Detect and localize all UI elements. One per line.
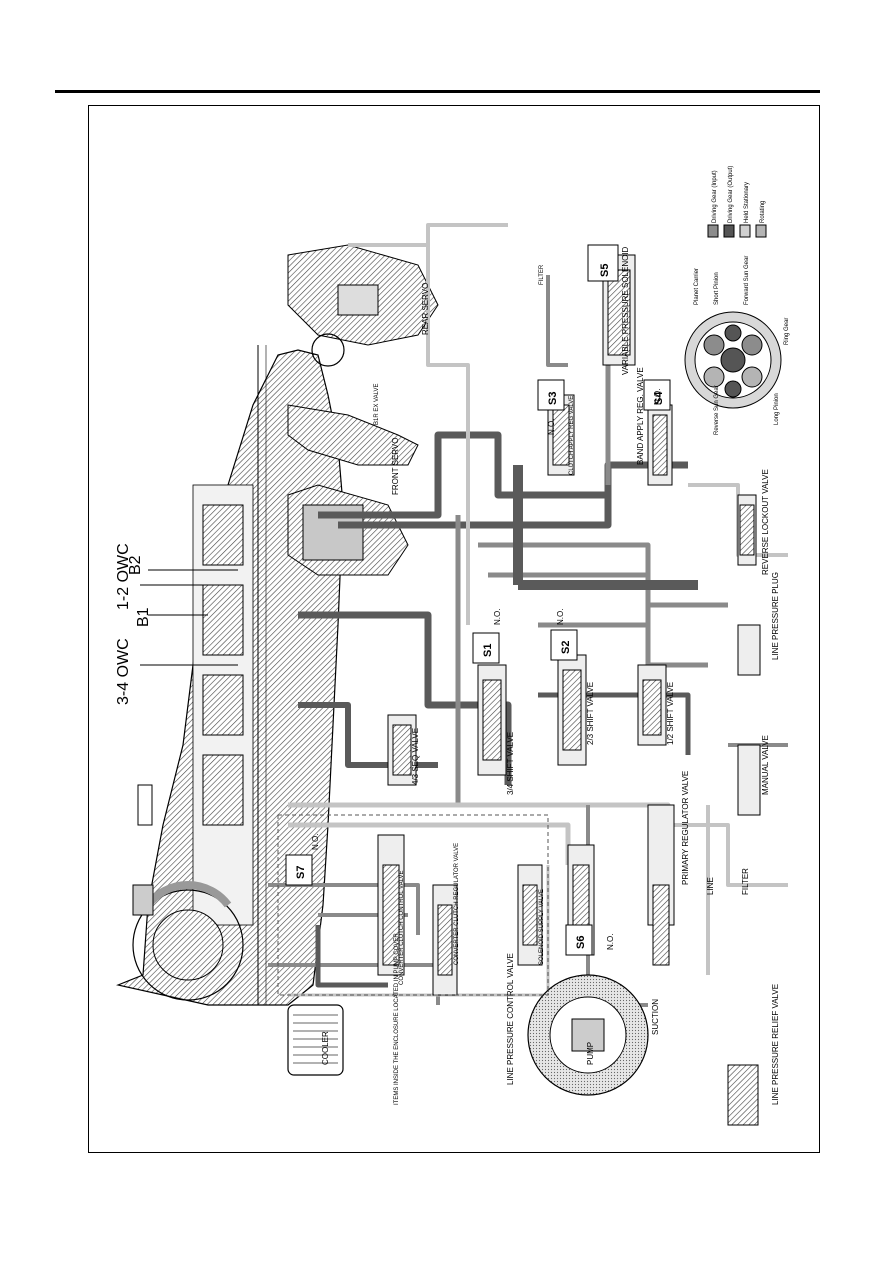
shift-23-label: 2/3 SHIFT VALVE [586, 682, 595, 745]
shift-34-label: 3/4 SHIFT VALVE [506, 732, 515, 795]
legend-label: Driving Gear (Output) [728, 166, 734, 223]
pump-cover-enclosure [277, 814, 549, 996]
line-label: LINE [706, 877, 715, 895]
legend: Driving Gear (Input) Driving Gear (Outpu… [707, 166, 767, 238]
shift-12-label: 1/2 SHIFT VALVE [666, 682, 675, 745]
reverse-sun-gear-label: Reverse Sun Gear [714, 385, 720, 435]
band-apply-reg-valve-label: BAND APPLY REG. VALVE [636, 367, 645, 465]
hydraulic-circuit-diagram: Driving Gear (Input) Driving Gear (Outpu… [115, 166, 790, 1126]
gear-labels: Planet Carrier Short Pinion Forward Sun … [694, 256, 790, 435]
items-inside-label: ITEMS INSIDE THE ENCLOSURE LOCATED IN PU… [394, 933, 400, 1105]
ring-gear-label: Ring Gear [784, 318, 790, 345]
legend-swatch-output [723, 224, 735, 238]
clutch-apply-reg-valve-label: CLUTCH APPLY REG VALVE [569, 396, 575, 475]
planetary-gearset [684, 311, 782, 409]
reverse-lockout-valve-label: REVERSE LOCKOUT VALVE [761, 469, 770, 575]
component-labels: 3-4 OWC 1-2 OWC B2 B1 REAR SERVO FRONT S… [115, 246, 780, 1105]
vps-label: VARIABLE PRESSURE SOLENOID [621, 246, 630, 375]
legend-swatch-input [707, 224, 719, 238]
planet-carrier-label: Planet Carrier [694, 268, 700, 305]
b1-label: B1 [135, 607, 152, 627]
filter-small-label: FILTER [539, 264, 545, 285]
s2-no-label: N.O. [556, 609, 565, 625]
line-pressure-plug-label: LINE PRESSURE PLUG [771, 572, 780, 660]
forward-sun-gear-label: Forward Sun Gear [744, 256, 750, 305]
pump-label: PUMP [586, 1042, 595, 1065]
header-rule [55, 90, 820, 93]
solenoid-supply-valve-label: SOLENOID SUPPLY VALVE [539, 889, 545, 965]
s1-no-label: N.O. [493, 609, 502, 625]
b1r-ex-valve-label: B1R EX VALVE [374, 384, 380, 425]
legend-label: Driving Gear (Input) [712, 170, 718, 223]
legend-label: Held Stationary [744, 182, 750, 223]
diagram-frame [88, 105, 820, 1153]
manual-valve-label: MANUAL VALVE [761, 735, 770, 795]
rear-servo-assembly [287, 244, 439, 367]
line-pressure-control-valve-label: LINE PRESSURE CONTROL VALVE [506, 953, 515, 1085]
short-pinion-label: Short Pinion [714, 272, 720, 305]
s4-no-label: N.O. [653, 389, 662, 405]
owc-34-label: 3-4 OWC [115, 638, 132, 705]
seq-43-label: 4/3 SEQ VALVE [411, 728, 420, 785]
line-pressure-relief-valve-label: LINE PRESSURE RELIEF VALVE [771, 984, 780, 1105]
s6-no-label: N.O. [606, 934, 615, 950]
suction-label: SUCTION [651, 999, 660, 1035]
solenoid-s2: S2 [560, 641, 572, 654]
transmission-housing [115, 345, 344, 1006]
filter-label: FILTER [741, 868, 750, 895]
rear-servo-label: REAR SERVO [421, 283, 430, 335]
s3-no-label: N.O. [547, 419, 556, 435]
pump-assembly [527, 974, 649, 1096]
cooler-label: COOLER [321, 1031, 330, 1065]
solenoid-s3: S3 [547, 392, 559, 405]
s7-no-label: N.O. [311, 834, 320, 850]
solenoid-s4: S4 [653, 391, 665, 405]
solenoid-s6: S6 [575, 936, 587, 949]
legend-swatch-rotating [755, 224, 767, 238]
solenoid-s7: S7 [295, 866, 307, 879]
owc-12-label: 1-2 OWC [115, 543, 132, 610]
cooler [287, 1004, 344, 1076]
legend-swatch-held [739, 224, 751, 238]
solenoids: S5 S3 S4 S1 S2 S6 S7 [285, 244, 671, 956]
legend-label: Rotating [760, 201, 766, 223]
long-pinion-label: Long Pinion [774, 393, 780, 425]
b2-label: B2 [127, 555, 144, 575]
converter-clutch-regulator-valve-label: CONVERTER CLUTCH REGULATOR VALVE [454, 843, 460, 965]
solenoid-s1: S1 [482, 644, 494, 657]
converter-clutch-control-valve-label: CONVERTER CLUTCH CONTROL VALVE [399, 871, 405, 985]
primary-regulator-valve-label: PRIMARY REGULATOR VALVE [681, 771, 690, 885]
front-servo-label: FRONT SERVO [391, 438, 400, 496]
solenoid-s5: S5 [599, 264, 611, 277]
